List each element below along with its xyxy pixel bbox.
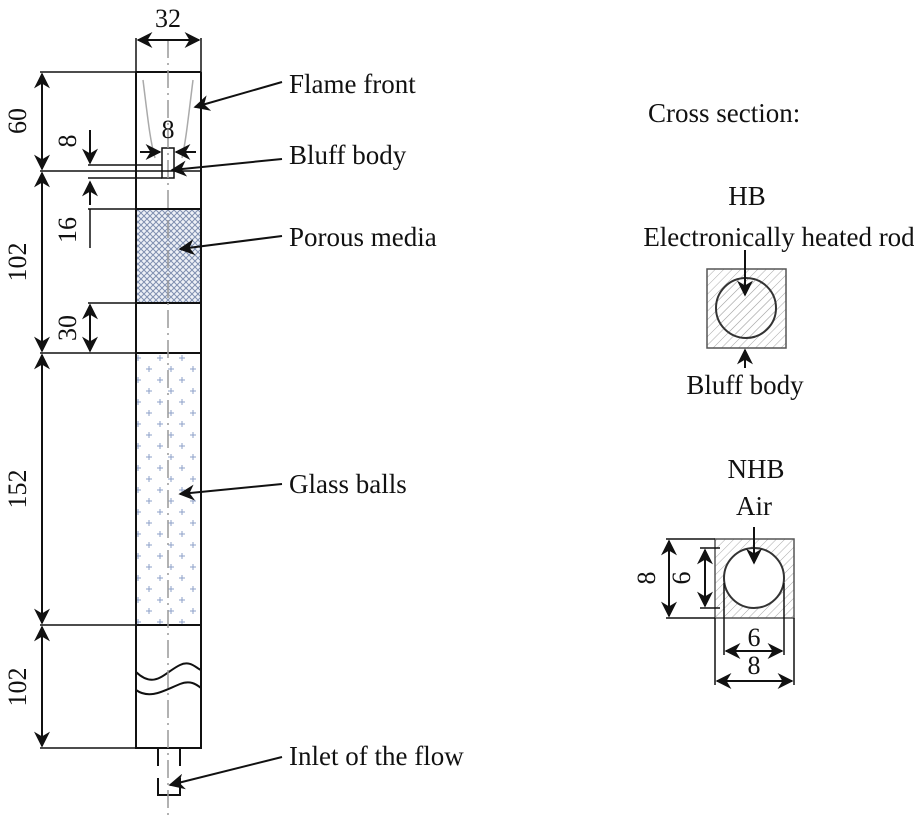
nhb-inner-h: 6	[748, 623, 761, 652]
hb-top-label: Electronically heated rod	[643, 222, 914, 252]
inlet-label: Inlet of the flow	[289, 741, 464, 771]
dim-16: 16	[53, 217, 82, 243]
dim-102-bottom: 102	[3, 668, 32, 707]
flame-front-label: Flame front	[289, 69, 416, 99]
dim-width-label: 32	[155, 4, 181, 33]
hb-title: HB	[728, 181, 766, 211]
nhb-outer-h: 8	[748, 651, 761, 680]
nhb-title: NHB	[727, 454, 784, 484]
bluff-body-label: Bluff body	[289, 140, 407, 170]
nhb-inner-v: 6	[667, 572, 696, 585]
dim-width: 32	[135, 4, 202, 72]
dim-8-bluff: 8	[162, 115, 175, 144]
dim-30: 30	[53, 315, 82, 341]
left-dimensions: 60 102 152 102 8 16 30 8	[3, 71, 201, 749]
dim-60: 60	[3, 108, 32, 134]
leaders: Flame front Bluff body Porous media Glas…	[168, 69, 464, 790]
porous-media-label: Porous media	[289, 222, 437, 252]
glass-balls-label: Glass balls	[289, 469, 407, 499]
dim-102-top: 102	[3, 243, 32, 282]
nhb-top-label: Air	[736, 491, 772, 521]
hb-cross-section: HB Electronically heated rod Bluff body	[643, 181, 914, 400]
nhb-outer-v: 8	[632, 572, 661, 585]
cross-section-title: Cross section:	[648, 98, 800, 128]
tube	[135, 40, 202, 815]
dim-8-gap: 8	[53, 135, 82, 148]
nhb-cross-section: NHB Air 8 6 6 8	[632, 454, 795, 689]
hb-bottom-label: Bluff body	[686, 370, 804, 400]
dim-152: 152	[3, 470, 32, 509]
